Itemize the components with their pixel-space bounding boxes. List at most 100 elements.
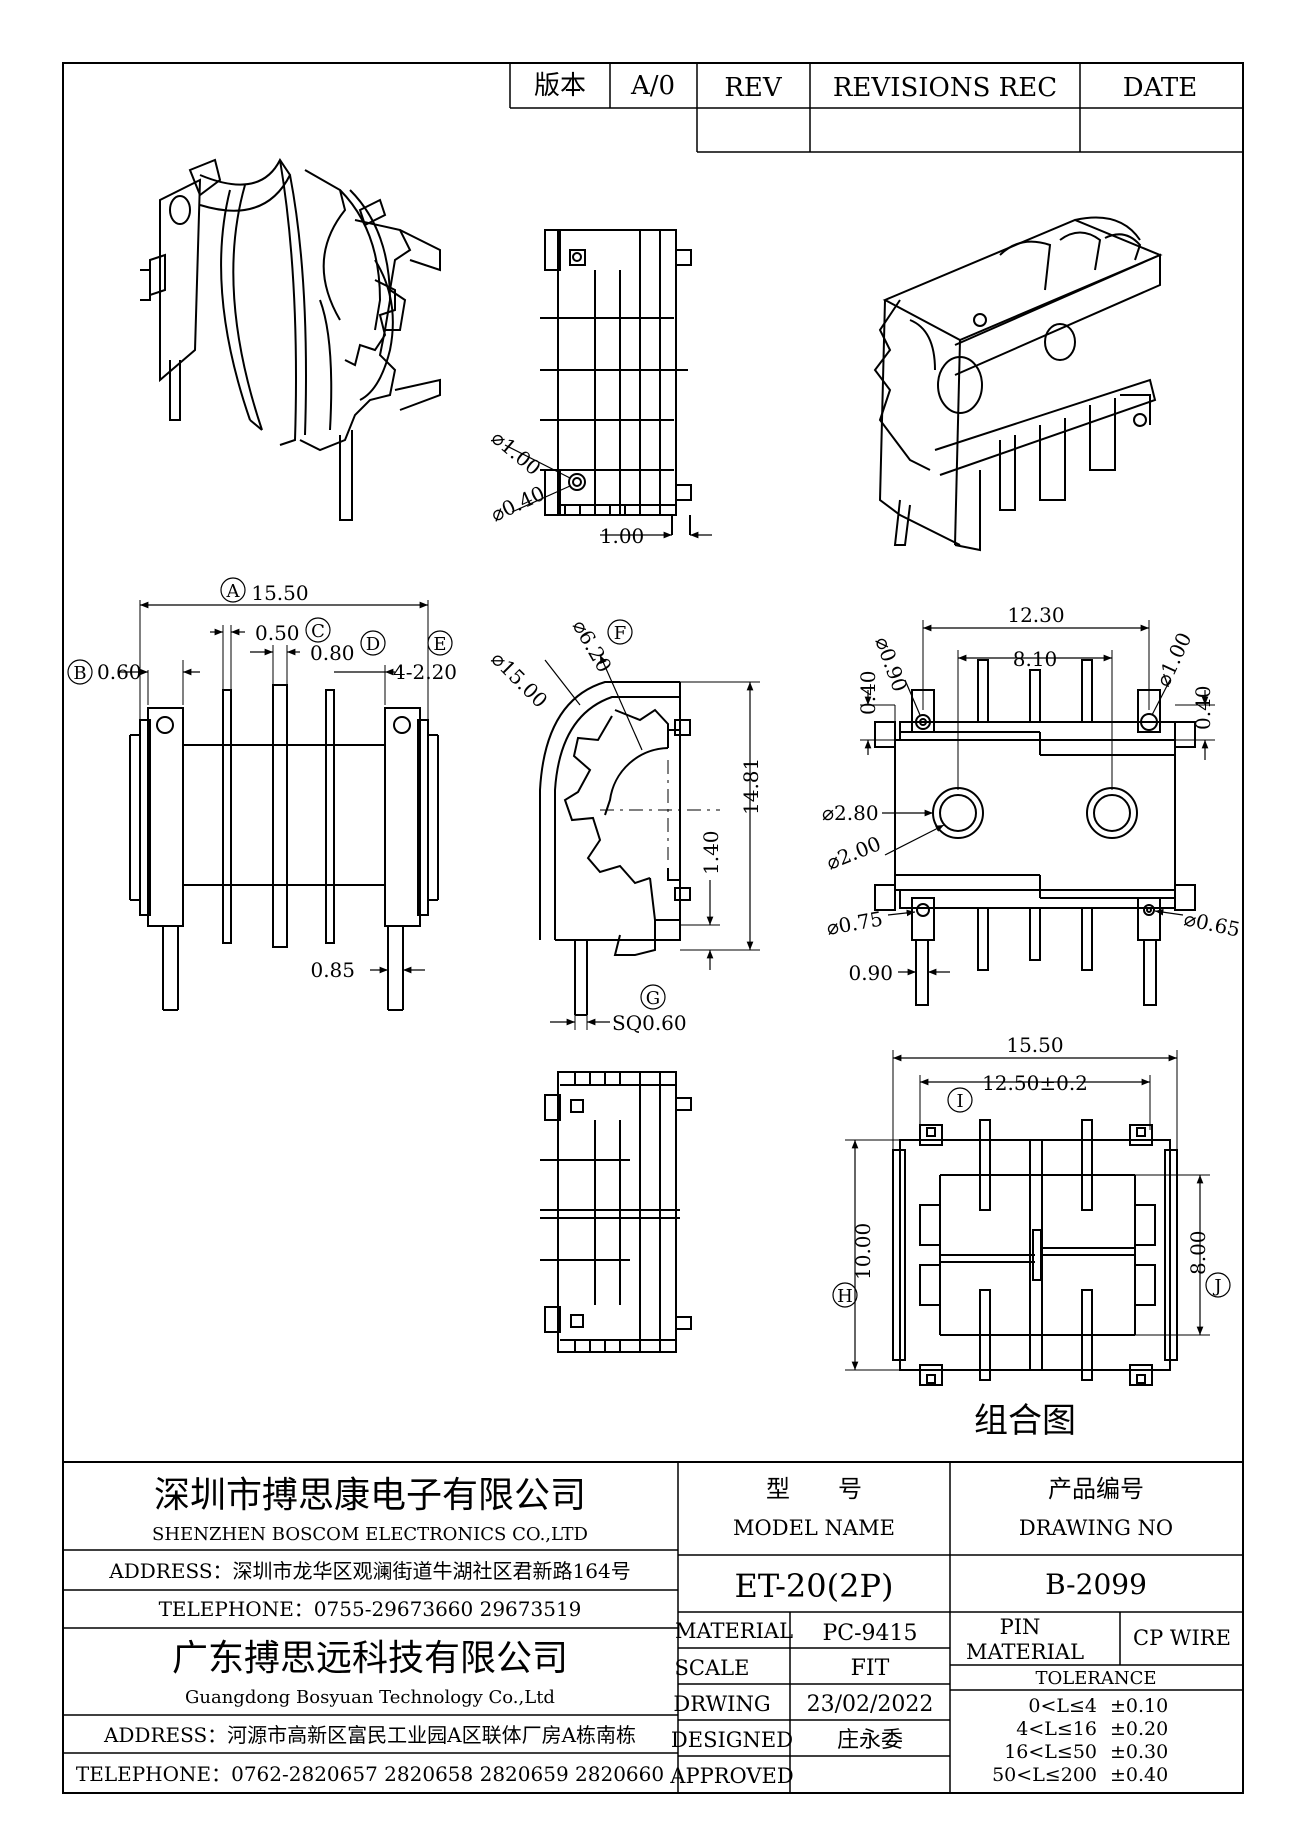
isometric-view-left [140, 158, 441, 521]
front-wall-1: 0.50 [255, 621, 300, 645]
side-offset: 1.00 [600, 524, 645, 548]
tolerance-value-1: ±0.20 [1110, 1718, 1168, 1740]
material-label: MATERIAL [675, 1619, 793, 1643]
top-margin-left: 0.40 [856, 670, 880, 715]
scale-value: FIT [851, 1656, 890, 1681]
front-view-dimensions: 15.50 A B 0.60 0.50 C 0.80 D 4-2.20 E [67, 577, 457, 982]
front-flange-thk: 0.60 [97, 660, 142, 684]
side-view [540, 229, 692, 535]
revisions-label: REVISIONS REC [833, 73, 1057, 103]
end-base-offset: 1.40 [699, 830, 723, 875]
top-boss-hole: ⌀2.00 [823, 831, 884, 874]
isometric-view-right [873, 216, 1163, 552]
top-boss-dia: ⌀2.80 [822, 801, 879, 825]
front-slot: 4-2.20 [393, 660, 457, 684]
model-value: ET-20(2P) [735, 1567, 894, 1605]
assembly-view [892, 1119, 1178, 1386]
drawing-label-cn: 产品编号 [1048, 1475, 1144, 1503]
side-pin-dia: ⌀0.40 [487, 481, 548, 527]
pin-material-value: CP WIRE [1133, 1626, 1231, 1650]
front-pin-offset: 0.85 [310, 958, 355, 982]
top-hole-dia-2: ⌀1.00 [1151, 629, 1197, 690]
end-gear-dia: ⌀6.20 [568, 616, 617, 677]
assembly-view-dimensions: 15.50 12.50±0.2 I 10.00 H 8.00 J 组合图 [832, 1033, 1231, 1441]
label-j: J [1212, 1276, 1221, 1297]
label-e: E [433, 634, 446, 655]
version-label: 版本 [534, 71, 586, 101]
front-overall-width: 15.50 [251, 581, 308, 605]
drawing-value: B-2099 [1045, 1568, 1147, 1601]
assembly-overall-width: 15.50 [1006, 1033, 1063, 1057]
label-b: B [73, 663, 86, 684]
designed-label: DESIGNED [671, 1728, 793, 1752]
top-pitch-outer: 12.30 [1007, 603, 1064, 627]
end-view-dimensions: 14.81 1.40 ⌀15.00 ⌀6.20 F SQ0.60 G [486, 616, 763, 1036]
label-i: I [956, 1091, 963, 1112]
address-2: ADDRESS：河源市高新区富民工业园A区联体厂房A栋南栋 [103, 1723, 636, 1747]
address-1: ADDRESS：深圳市龙华区观澜街道牛湖社区君新路164号 [108, 1559, 630, 1583]
top-pin-hole-left: ⌀0.75 [825, 906, 885, 939]
drawing-date-label: DRWING [673, 1692, 770, 1716]
tolerance-range-1: 4<L≤16 [1016, 1718, 1097, 1740]
end-pin-sq: SQ0.60 [612, 1011, 687, 1035]
label-a-circle [220, 577, 246, 603]
label-c-circle [305, 617, 331, 643]
drawing-frame [62, 62, 1244, 1794]
assembly-caption: 组合图 [974, 1401, 1076, 1441]
end-height: 14.81 [739, 758, 763, 815]
top-view-dimensions: 12.30 8.10 0.40 0.40 ⌀0.90 ⌀1.00 ⌀2.80 ⌀… [822, 603, 1242, 985]
label-i-circle [947, 1087, 973, 1113]
side-pin-hole-dia: ⌀1.00 [487, 425, 546, 480]
company-cn-1: 深圳市搏思康电子有限公司 [154, 1475, 586, 1516]
tolerance-value-3: ±0.40 [1110, 1764, 1168, 1786]
front-view [129, 684, 439, 1011]
front-wall-2: 0.80 [310, 641, 355, 665]
side-view-dimensions: ⌀1.00 ⌀0.40 1.00 [487, 425, 712, 548]
top-view [874, 659, 1196, 1006]
label-f-circle [607, 619, 633, 645]
pin-material-label-2: MATERIAL [966, 1640, 1084, 1664]
label-g: G [646, 988, 660, 1009]
tolerance-range-3: 50<L≤200 [992, 1764, 1097, 1786]
title-block: 深圳市搏思康电子有限公司 SHENZHEN BOSCOM ELECTRONICS… [63, 1461, 1243, 1793]
tolerance-value-0: ±0.10 [1110, 1695, 1168, 1717]
approved-label: APPROVED [669, 1764, 793, 1788]
top-pin-hole-right: ⌀0.65 [1182, 906, 1242, 941]
company-en-2: Guangdong Bosyuan Technology Co.,Ltd [185, 1687, 555, 1708]
assembly-pitch: 12.50±0.2 [982, 1071, 1088, 1095]
designed-value: 庄永委 [837, 1728, 903, 1753]
tolerance-value-2: ±0.30 [1110, 1741, 1168, 1763]
company-cn-2: 广东搏思远科技有限公司 [172, 1638, 568, 1679]
date-label: DATE [1123, 73, 1198, 103]
drawing-date-value: 23/02/2022 [807, 1692, 934, 1717]
label-c: C [311, 621, 325, 642]
rev-label: REV [724, 73, 783, 103]
scale-label: SCALE [675, 1656, 750, 1680]
model-label-en: MODEL NAME [733, 1516, 895, 1540]
telephone-1: TELEPHONE：0755-29673660 29673519 [159, 1597, 582, 1621]
telephone-2: TELEPHONE：0762-2820657 2820658 2820659 2… [76, 1762, 664, 1786]
label-h-circle [832, 1282, 858, 1308]
label-d-circle [360, 630, 386, 656]
label-b-circle [67, 659, 93, 685]
label-e-circle [427, 630, 453, 656]
drawing-label-en: DRAWING NO [1019, 1516, 1173, 1540]
revision-block: 版本 A/0 REV REVISIONS REC DATE [509, 63, 1243, 153]
pin-material-label-1: PIN [1000, 1615, 1041, 1639]
tolerance-range-2: 16<L≤50 [1004, 1741, 1097, 1763]
label-a: A [226, 581, 241, 602]
top-pitch-inner: 8.10 [1013, 647, 1058, 671]
label-f: F [614, 623, 627, 644]
bottom-view [540, 1071, 692, 1353]
end-view [539, 681, 720, 1016]
label-j-circle [1205, 1272, 1231, 1298]
label-d: D [366, 634, 380, 655]
tolerance-range-0: 0<L≤4 [1028, 1695, 1097, 1717]
top-pin-gap: 0.90 [848, 961, 893, 985]
version-value: A/0 [630, 71, 675, 101]
end-outer-dia: ⌀15.00 [486, 647, 552, 713]
assembly-height-inner: 8.00 [1186, 1230, 1210, 1275]
assembly-height-outer: 10.00 [851, 1223, 875, 1280]
tolerance-label: TOLERANCE [1035, 1668, 1156, 1689]
